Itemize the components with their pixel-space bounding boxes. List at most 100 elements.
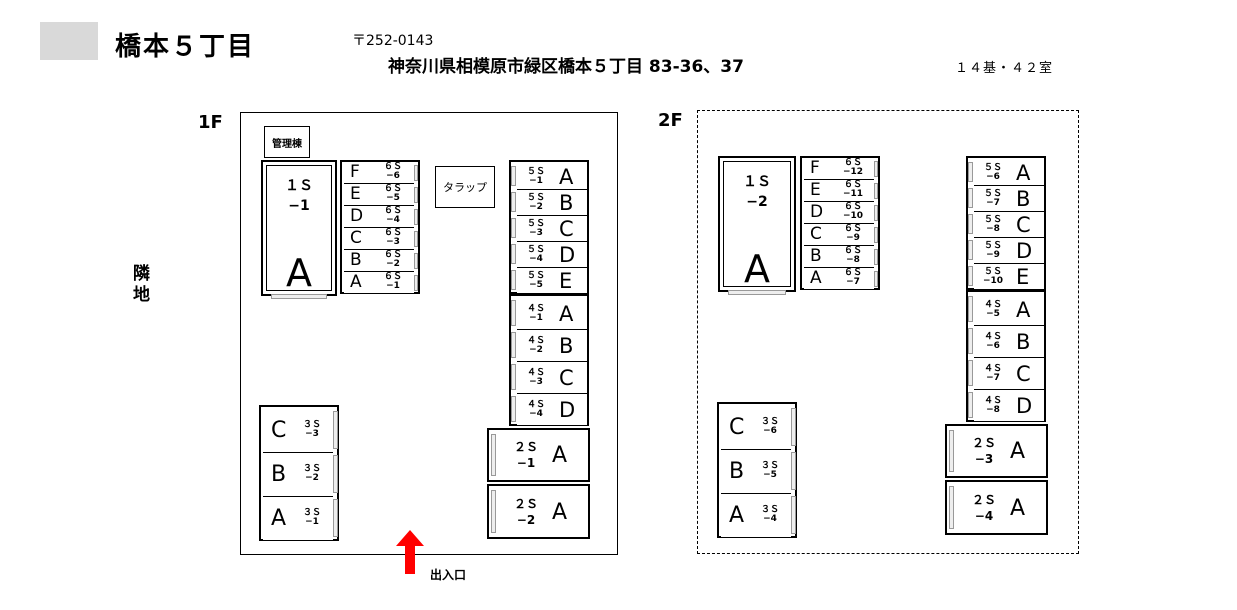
unit-summary: １４基・４２室 — [955, 61, 1054, 76]
floor1-boundary — [240, 112, 618, 555]
unit-letter: A — [559, 301, 574, 326]
unit-door — [511, 166, 516, 186]
unit-code-line2: −2 — [516, 512, 536, 527]
unit-code-line2: −1 — [529, 176, 543, 186]
unit-door — [791, 408, 796, 446]
unit-code-line2: −4 — [386, 215, 400, 225]
unit-letter: C — [1016, 212, 1031, 237]
unit-code-line2: −5 — [763, 470, 777, 480]
unit-code-line1: ５Ｓ — [983, 215, 1002, 225]
unit-code-line2: −5 — [386, 193, 400, 203]
unit-door — [491, 490, 496, 533]
unit-door — [511, 300, 516, 326]
unit-code-line1: ４Ｓ — [983, 332, 1002, 342]
unit-door — [791, 496, 796, 534]
unit-door — [874, 227, 878, 243]
unit-code-line1: ５Ｓ — [983, 241, 1002, 251]
unit-letter: F — [810, 158, 820, 178]
unit-door — [874, 183, 878, 199]
unit-door — [968, 360, 973, 386]
unit-2s: ２Ｓ−2 A — [487, 484, 590, 539]
unit-letter: E — [1016, 264, 1030, 289]
unit-letter: B — [810, 246, 822, 266]
unit-door — [949, 430, 954, 472]
unit-door — [874, 161, 878, 177]
neighbor-label-line1: 隣 — [133, 264, 150, 284]
unit-letter: A — [552, 443, 568, 468]
unit-code-line1: ４Ｓ — [526, 368, 545, 378]
unit-letter: B — [1016, 186, 1031, 211]
unit-code-line1: ４Ｓ — [983, 364, 1002, 374]
floor2-label: 2F — [658, 110, 683, 131]
unit-letter: D — [1016, 393, 1033, 418]
unit-door — [968, 188, 973, 208]
unit-door — [511, 218, 516, 238]
unit-code-line1: ６Ｓ — [383, 228, 402, 238]
unit-code-line1: ５Ｓ — [526, 219, 545, 229]
unit-letter: C — [559, 365, 574, 390]
unit-door — [333, 411, 338, 449]
unit-code-line1: ６Ｓ — [383, 184, 402, 194]
unit-door — [968, 266, 973, 286]
large-unit-code-line2: −1 — [288, 198, 310, 214]
unit-code-line1: ６Ｓ — [383, 206, 402, 216]
unit-code-line1: ２Ｓ — [513, 496, 538, 511]
unit-door — [511, 332, 516, 358]
unit-code-line1: ５Ｓ — [983, 267, 1002, 277]
unit-letter: D — [559, 242, 576, 267]
unit-code-line2: −2 — [305, 473, 319, 483]
large-unit-inner — [266, 165, 332, 291]
unit-code-line2: −1 — [386, 281, 400, 291]
unit-code-line1: ６Ｓ — [383, 162, 402, 172]
unit-code-line1: ５Ｓ — [983, 163, 1002, 173]
large-unit-letter: A — [744, 247, 770, 291]
large-unit-letter: A — [286, 251, 312, 295]
unit-letter: B — [1016, 329, 1031, 354]
unit-code-line2: −10 — [982, 276, 1004, 286]
unit-code-line2: −7 — [986, 198, 1000, 208]
unit-code-line2: −9 — [846, 233, 860, 243]
unit-code-line1: ６Ｓ — [843, 158, 862, 168]
unit-letter: A — [552, 499, 568, 525]
unit-letter: B — [350, 250, 362, 270]
unit-door — [414, 187, 418, 203]
unit-code-line1: ４Ｓ — [983, 300, 1002, 310]
stack-5s-cell: ５Ｓ−8 C — [974, 212, 1044, 238]
unit-code-line2: −3 — [529, 228, 543, 238]
unit-door — [511, 396, 516, 422]
unit-code-line1: ６Ｓ — [843, 202, 862, 212]
unit-code-line2: −3 — [305, 429, 319, 439]
unit-code-line2: −8 — [986, 224, 1000, 234]
unit-code-line2: −4 — [529, 254, 543, 264]
unit-door — [511, 270, 516, 290]
unit-door — [968, 296, 973, 322]
unit-letter: C — [350, 228, 362, 248]
unit-code-line2: −7 — [846, 277, 860, 287]
unit-code-line2: −3 — [529, 377, 543, 387]
entrance-arrow-icon — [396, 530, 424, 574]
unit-code-line2: −2 — [529, 202, 543, 212]
unit-code-line1: ６Ｓ — [843, 224, 862, 234]
unit-code-line1: ２Ｓ — [513, 440, 538, 454]
unit-letter: B — [559, 333, 574, 358]
